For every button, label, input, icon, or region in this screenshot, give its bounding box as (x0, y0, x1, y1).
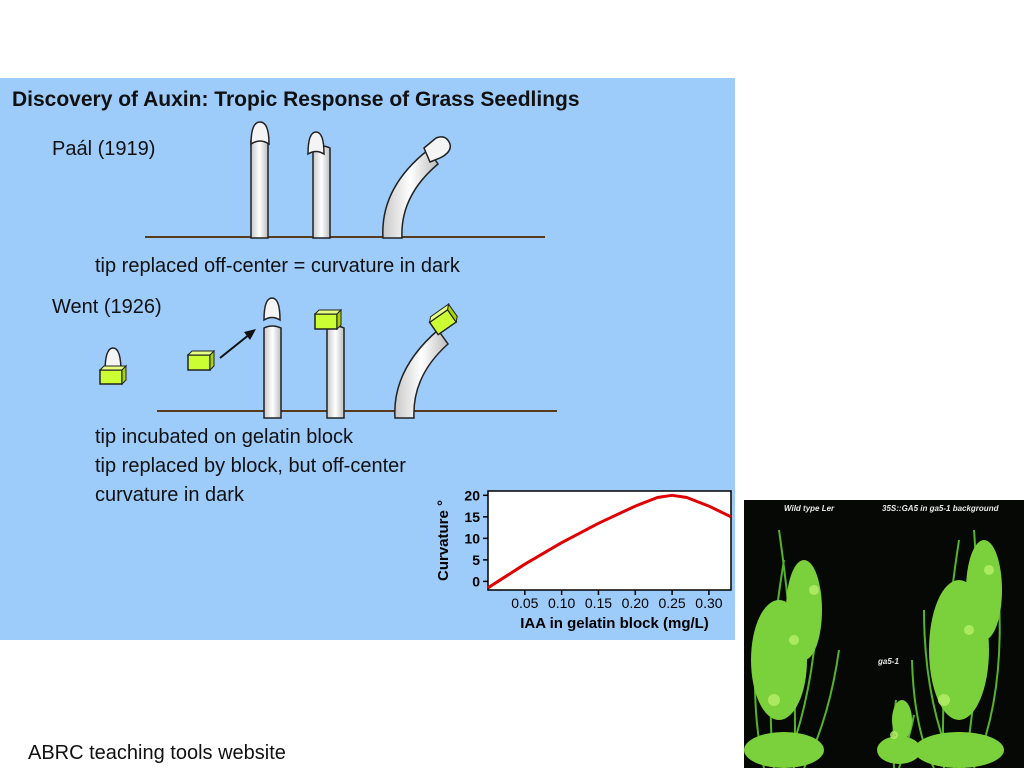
curvature-series-line (487, 493, 732, 590)
x-tick-label: 0.30 (695, 595, 722, 611)
y-tick-label: 15 (464, 509, 480, 525)
went-label: Went (1926) (52, 296, 162, 318)
went-tip-on-block (98, 347, 128, 386)
went-seedling-2 (313, 308, 345, 419)
paal-seedling-2 (307, 131, 331, 239)
plot-area (487, 490, 732, 591)
went-ground-line (157, 410, 557, 412)
x-tick-label: 0.05 (511, 595, 538, 611)
went-seedling-1 (263, 297, 282, 419)
x-tick-label: 0.15 (585, 595, 612, 611)
went-caption-2: tip replaced by block, but off-center (95, 455, 406, 477)
went-caption-1: tip incubated on gelatin block (95, 426, 353, 448)
y-tick-label: 5 (472, 552, 480, 568)
y-axis-label: Curvature ° (435, 500, 452, 581)
went-gelatin-block (186, 349, 216, 372)
slide-title: Discovery of Auxin: Tropic Response of G… (12, 88, 580, 111)
plants-illustration (744, 529, 1004, 768)
went-seedling-3 (394, 302, 458, 419)
went-caption-3: curvature in dark (95, 484, 244, 506)
x-tick-label: 0.20 (622, 595, 649, 611)
paal-ground-line (145, 236, 545, 238)
y-tick-label: 20 (464, 487, 480, 503)
x-axis-label: IAA in gelatin block (mg/L) (520, 615, 709, 632)
photo-label-wildtype: Wild type Ler (784, 504, 835, 513)
went-arrow (219, 329, 256, 359)
x-tick-label: 0.25 (658, 595, 685, 611)
seedling-illustration (98, 121, 458, 419)
x-tick-label: 0.10 (548, 595, 575, 611)
footer-credit: ABRC teaching tools website (28, 742, 286, 764)
arabidopsis-photo: Wild type Ler 35S::GA5 in ga5-1 backgrou… (744, 500, 1024, 768)
photo-label-mutant: ga5-1 (878, 657, 899, 666)
slide-panel: Discovery of Auxin: Tropic Response of G… (0, 78, 735, 640)
y-tick-label: 0 (472, 573, 480, 589)
paal-seedling-3 (382, 136, 452, 239)
paal-seedling-1 (250, 121, 270, 239)
paal-caption: tip replaced off-center = curvature in d… (95, 255, 460, 277)
photo-label-transgenic: 35S::GA5 in ga5-1 background (882, 504, 999, 513)
paal-label: Paál (1919) (52, 138, 156, 160)
y-tick-label: 10 (464, 530, 480, 546)
